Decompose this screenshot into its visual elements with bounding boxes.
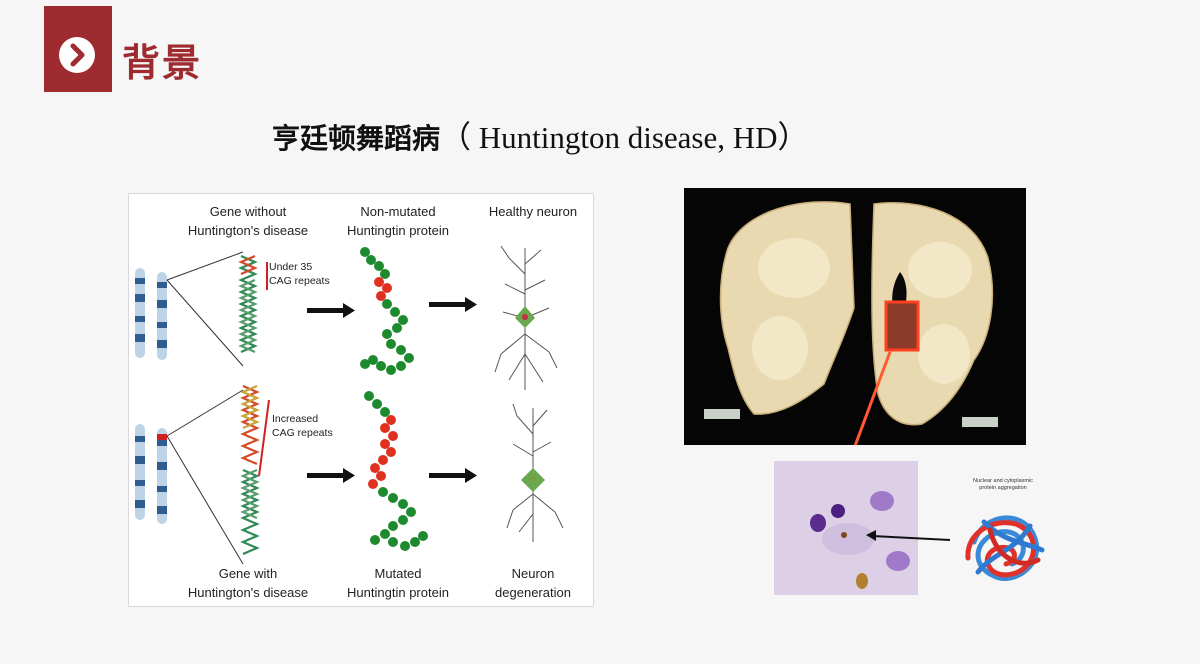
under-35-line1: Under 35 [269, 261, 313, 273]
arrow-left-icon [866, 530, 951, 541]
slide-title: 亨廷顿舞蹈病（ Huntington disease, HD） [272, 112, 809, 157]
mutated-line1: Mutated [374, 566, 422, 581]
non-mutated-line2: Huntingtin protein [347, 223, 449, 238]
microscopy-graphic [774, 461, 918, 595]
aggregation-label: Nuclear and cytoplasmic protein aggregat… [948, 478, 1058, 492]
gene-without-hd-line2: Huntington's disease [187, 223, 309, 238]
brain-section-graphic [704, 201, 998, 455]
gene-without-hd-line1: Gene without [209, 204, 287, 219]
gene-with-hd-line2: Huntington's disease [187, 585, 309, 600]
mutated-protein-label: Mutated Huntingtin protein [327, 564, 469, 602]
healthy-neuron-icon [494, 245, 558, 390]
protein-aggregate-icon [965, 515, 1045, 581]
neuron-degeneration-label: Neuron degeneration [477, 564, 589, 602]
gene-without-hd-label: Gene without Huntington's disease [169, 202, 327, 240]
section-badge [44, 6, 112, 92]
chromosome-bottom-icon [135, 389, 244, 565]
dna-helix-bottom-icon [240, 384, 270, 556]
non-mutated-protein-label: Non-mutated Huntingtin protein [327, 202, 469, 240]
chromosome-top-icon [135, 251, 244, 367]
arrow-right-icon [307, 297, 477, 483]
mutated-line2: Huntingtin protein [347, 585, 449, 600]
slide-title-en: （ Huntington disease, HD） [440, 120, 809, 155]
aggregation-label-line1: Nuclear and cytoplasmic [973, 478, 1033, 484]
neuron-degeneration-line2: degeneration [495, 585, 571, 600]
aggregation-label-line2: protein aggregation [979, 485, 1027, 491]
slide-title-zh: 亨廷顿舞蹈病 [272, 122, 441, 155]
protein-chain-top-icon [360, 247, 414, 375]
section-title: 背景 [122, 41, 203, 85]
protein-chain-bottom-icon [364, 391, 428, 551]
increased-line2: CAG repeats [272, 427, 333, 439]
healthy-neuron-label: Healthy neuron [488, 204, 578, 219]
increased-line1: Increased [272, 413, 319, 425]
degenerating-neuron-icon [506, 403, 564, 542]
huntington-diagram: Gene without Huntington's disease Non-mu… [128, 193, 594, 607]
dna-helix-top-icon [238, 254, 268, 354]
gene-with-hd-line1: Gene with [218, 566, 278, 581]
under-35-cag-label: Under 35 CAG repeats [269, 260, 330, 288]
brain-section-photo [684, 188, 1026, 455]
neuron-degeneration-line1: Neuron [511, 566, 555, 581]
microscopy-photo [774, 461, 918, 595]
under-35-line2: CAG repeats [269, 275, 330, 287]
gene-with-hd-label: Gene with Huntington's disease [169, 564, 327, 602]
increased-cag-label: Increased CAG repeats [272, 412, 333, 440]
huntington-diagram-graphic [135, 245, 564, 565]
chevron-right-circle-icon [59, 37, 95, 73]
non-mutated-line1: Non-mutated [360, 204, 436, 219]
